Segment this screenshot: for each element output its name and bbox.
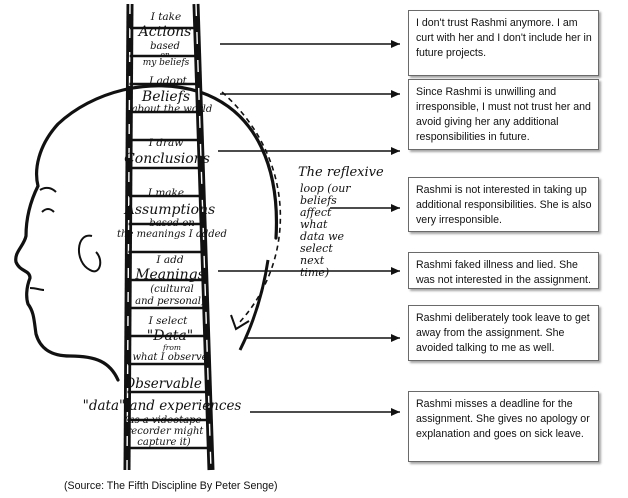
ladder-label-meanings: Meanings [134,267,205,283]
reflexive-loop-text: loop (our [300,182,351,195]
ladder-label-assumptions: based on [149,218,194,229]
ladder-label-data: what I observe [132,352,207,363]
ladder-label-actions: I take [150,11,182,23]
source-caption: (Source: The Fifth Discipline By Peter S… [64,480,278,492]
box-assumptions: Rashmi is not interested in taking up ad… [408,177,599,232]
ladder-label-observable: recorder might [127,426,205,437]
box-observable: Rashmi misses a deadline for the assignm… [408,391,599,462]
ladder-label-actions: my beliefs [143,58,190,68]
reflexive-loop-text: The reflexive [298,165,384,180]
ladder-label-beliefs: I adopt [148,75,188,87]
mouth-mark [29,287,45,291]
ladder-label-observable: (as a videotape [125,415,202,426]
ladder-label-meanings: (cultural [150,284,194,295]
ladder-label-actions: on [160,50,170,59]
brow-line [39,186,57,193]
connector-arrowhead [391,334,400,342]
neck-line [238,259,270,351]
ladder-label-beliefs: about the world [132,104,213,115]
reflexive-loop-arrowhead [230,314,250,331]
ladder-label-actions: based [150,41,180,52]
ladder-label-assumptions: the meanings I added [117,229,227,240]
ladder-rungs [127,26,211,450]
ladder-label-beliefs: Beliefs [141,89,190,105]
ladder-label-assumptions: Assumptions [123,202,215,218]
box-meanings: Rashmi faked illness and lied. She was n… [408,252,599,289]
ladder-label-meanings: I add [155,254,183,266]
reflexive-loop-label: The reflexive loop (ourbeliefsaffectwhatd… [298,165,384,279]
ladder-label-observable: "data" and experiences [83,398,242,414]
reflexive-loop-text: beliefs [300,194,337,207]
box-actions: I don't trust Rashmi anymore. I am curt … [408,10,599,76]
connector-arrowhead [391,408,400,416]
reflexive-loop-arrow [221,91,282,325]
box-beliefs: Since Rashmi is unwilling and irresponsi… [408,79,599,150]
ladder-label-meanings: and personal) [135,296,205,307]
ladder-label-actions: Actions [137,24,192,40]
connector-arrows [218,40,400,416]
connector-arrowhead [391,90,400,98]
eye-mark [41,208,55,213]
reflexive-loop-text: data we [300,230,344,243]
ladder-label-conclusions: Conclusions [124,151,210,167]
connector-arrowhead [391,267,400,275]
head-profile-outline [14,84,279,382]
ladder-label-observable: Observable [124,376,202,392]
reflexive-loop-text: affect [300,206,332,219]
connector-arrowhead [391,147,400,155]
ladder-label-data: "Data" [147,328,193,344]
box-data: Rashmi deliberately took leave to get aw… [408,305,599,361]
ladder-label-observable: capture it) [137,437,191,448]
ladder-label-assumptions: I make [147,187,184,199]
reflexive-loop-text: what [300,218,328,231]
ladder-rails [123,3,215,471]
ladder-label-data: from [162,343,181,352]
reflexive-loop-text: next [300,254,325,267]
ladder-label-conclusions: I draw [148,137,183,149]
connector-arrowhead [391,204,400,212]
reflexive-loop-text: select [300,242,333,255]
reflexive-loop-text: time) [300,266,329,279]
ear-outline [77,234,102,273]
connector-arrowhead [391,40,400,48]
ladder-label-data: I select [148,315,189,327]
